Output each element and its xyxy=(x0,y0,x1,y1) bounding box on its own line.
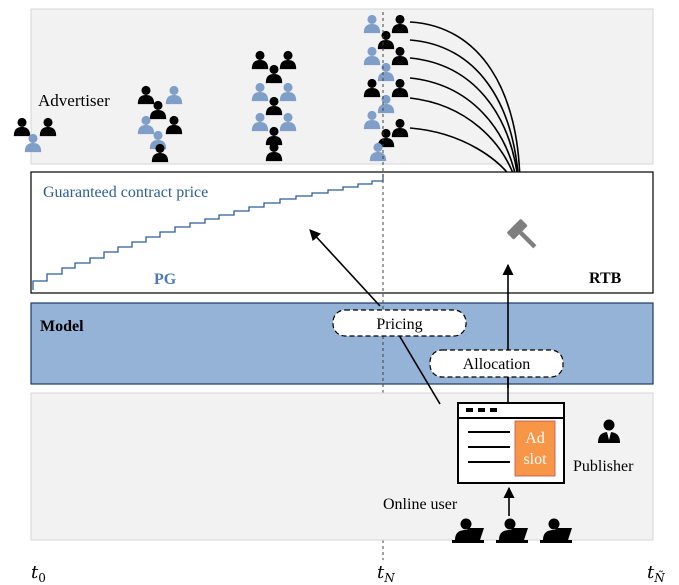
allocation-label: Allocation xyxy=(463,356,531,373)
bid-arrow xyxy=(409,39,520,189)
online-user-label: Online user xyxy=(383,496,458,513)
bid-arrow xyxy=(409,57,520,189)
pricing-pill xyxy=(332,309,467,337)
ad-slot-line2: slot xyxy=(523,451,547,468)
ad-slot xyxy=(514,420,556,477)
gavel-icon xyxy=(507,219,537,249)
advertiser-label: Advertiser xyxy=(38,91,110,110)
laptop-user-icon xyxy=(452,518,484,543)
tNtilde-label: tÑ xyxy=(647,562,665,585)
publisher-label: Publisher xyxy=(573,458,634,475)
pg-rtb-panel xyxy=(30,171,654,294)
publisher-icon xyxy=(598,419,620,443)
laptop-user-icon xyxy=(540,518,572,543)
bid-arrows xyxy=(409,21,521,189)
model-label: Model xyxy=(40,318,84,335)
pricing-label: Pricing xyxy=(376,316,422,333)
bid-arrow xyxy=(409,21,521,189)
bid-arrow xyxy=(409,77,519,189)
tN-label: tN xyxy=(377,562,395,585)
laptop-user-icon xyxy=(496,518,528,543)
price-staircase xyxy=(32,174,384,290)
pg-label: PG xyxy=(154,271,177,288)
allocation-pill xyxy=(429,349,564,378)
rtb-label: RTB xyxy=(589,270,622,287)
advertiser-panel xyxy=(30,8,654,165)
pricing-arrow xyxy=(309,229,381,307)
t0-label: t0 xyxy=(31,562,46,585)
person-icon xyxy=(13,117,31,137)
price-label: Guaranteed contract price xyxy=(43,184,208,201)
ad-slot-line1: Ad xyxy=(525,430,545,447)
